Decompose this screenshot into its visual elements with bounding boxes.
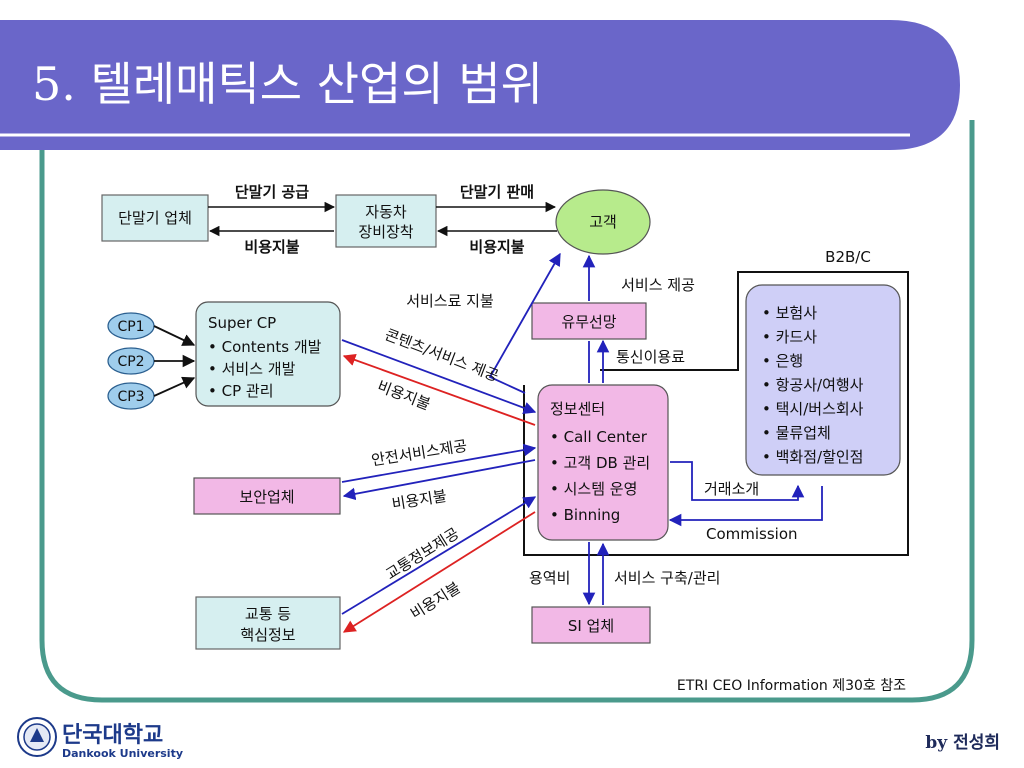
- arrow-security-service: [341, 443, 537, 483]
- super-cp-node: Super CP • Contents 개발 • 서비스 개발 • CP 관리: [195, 301, 341, 407]
- b2b-item-travel: • 항공사/여행사: [762, 376, 864, 394]
- cp2-node: CP2: [107, 347, 155, 375]
- flow-service-fee-payment: 서비스료 지불: [406, 292, 494, 310]
- flow-payment-2: 비용지불: [469, 238, 524, 256]
- cp3-node: CP3: [107, 382, 155, 410]
- b2b-bracket: [523, 271, 909, 556]
- logo-english: Dankook University: [62, 747, 183, 760]
- si-company-label: SI 업체: [568, 617, 614, 635]
- traffic-info-node: 교통 등 핵심정보: [195, 596, 341, 650]
- flow-payment-1: 비용지불: [244, 238, 299, 256]
- flow-terminal-sales: 단말기 판매: [460, 183, 534, 201]
- super-cp-item-1: • Contents 개발: [208, 338, 322, 356]
- info-center-title: 정보센터: [550, 400, 605, 418]
- car-equipment-line1: 자동차: [365, 203, 407, 221]
- carrier-node: 유무선망: [531, 302, 647, 340]
- arrow-cp3: [153, 376, 196, 397]
- info-center-node: 정보센터 • Call Center • 고객 DB 관리 • 시스템 운영 •…: [537, 384, 669, 541]
- logo-korean: 단국대학교: [62, 723, 163, 748]
- cp1-node: CP1: [107, 312, 155, 340]
- security-label: 보안업체: [239, 488, 294, 506]
- si-company-node: SI 업체: [531, 606, 651, 644]
- source-note: ETRI CEO Information 제30호 참조: [677, 678, 906, 694]
- b2b-item-bank: • 은행: [762, 352, 803, 370]
- terminal-maker-node: 단말기 업체: [101, 194, 209, 242]
- b2b-item-card: • 카드사: [762, 328, 817, 346]
- arrow-service-fee-payment: [488, 252, 561, 394]
- b2b-item-insurance: • 보험사: [762, 304, 817, 322]
- cp1-label: CP1: [117, 319, 144, 335]
- flow-commission: Commission: [706, 525, 798, 543]
- info-center-item-3: • 시스템 운영: [550, 480, 637, 498]
- super-cp-title: Super CP: [208, 314, 276, 332]
- arrow-content-service: [341, 339, 537, 414]
- cp3-label: CP3: [117, 389, 144, 405]
- arrow-cp1: [153, 325, 196, 346]
- info-center-item-2: • 고객 DB 관리: [550, 454, 650, 472]
- carrier-label: 유무선망: [561, 313, 616, 331]
- traffic-info-line2: 핵심정보: [240, 626, 295, 644]
- b2b-title: B2B/C: [825, 248, 871, 266]
- b2b-item-retail: • 백화점/할인점: [762, 448, 863, 466]
- author-credit: by 전성희: [925, 733, 1000, 753]
- info-center-item-4: • Binning: [550, 506, 620, 524]
- flow-service-build: 서비스 구축/관리: [614, 569, 720, 587]
- arrow-payment-cp: [342, 353, 536, 426]
- traffic-info-line1: 교통 등: [245, 605, 291, 623]
- title-bar: [0, 20, 960, 150]
- security-node: 보안업체: [193, 477, 341, 515]
- terminal-maker-label: 단말기 업체: [118, 209, 192, 227]
- b2b-item-logistics: • 물류업체: [762, 424, 831, 442]
- university-logo: 단국대학교 Dankook University: [17, 717, 183, 760]
- flow-deal-referral: 거래소개: [704, 480, 759, 498]
- b2b-partner-list: • 보험사 • 카드사 • 은행 • 항공사/여행사 • 택시/버스회사 • 물…: [745, 284, 901, 476]
- flow-terminal-supply: 단말기 공급: [235, 183, 309, 201]
- page-title: 5. 텔레매틱스 산업의 범위: [32, 57, 543, 111]
- super-cp-item-3: • CP 관리: [208, 382, 274, 400]
- customer-node: 고객: [555, 189, 651, 255]
- b2b-item-transport: • 택시/버스회사: [762, 400, 864, 418]
- arrow-payment-security: [342, 459, 536, 501]
- flow-service-provision: 서비스 제공: [621, 276, 695, 294]
- arrow-traffic-info: [341, 496, 537, 615]
- super-cp-item-2: • 서비스 개발: [208, 360, 296, 378]
- customer-label: 고객: [589, 213, 617, 231]
- info-center-item-1: • Call Center: [550, 428, 648, 446]
- arrow-deal-referral: [670, 461, 805, 501]
- arrow-commission: [668, 486, 823, 527]
- flow-telecom-fee: 통신이용료: [616, 348, 685, 366]
- cp2-label: CP2: [117, 354, 144, 370]
- car-equipment-line2: 장비장착: [358, 223, 413, 241]
- car-equipment-node: 자동차 장비장착: [335, 194, 437, 248]
- arrow-payment-traffic: [342, 511, 536, 633]
- flow-service-fee: 용역비: [529, 569, 570, 587]
